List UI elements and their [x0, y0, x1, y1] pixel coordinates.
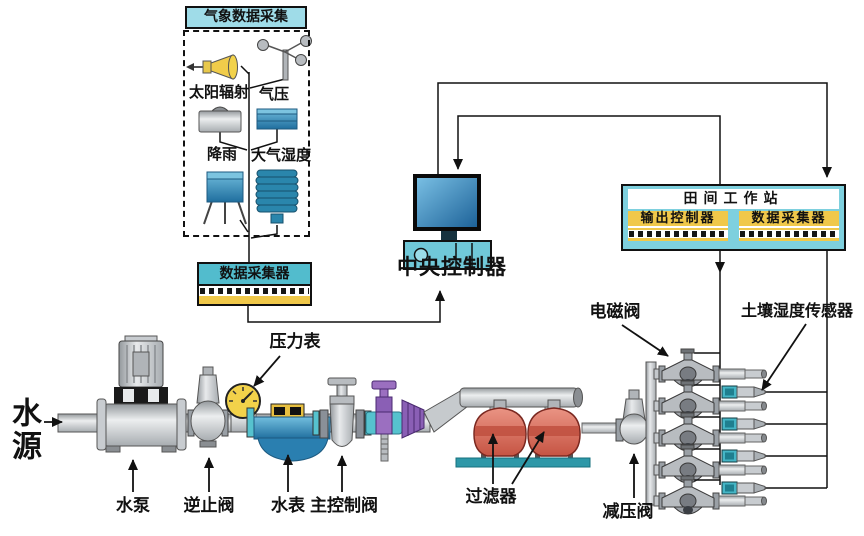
- data-logger-box: 数据采集器: [197, 262, 312, 306]
- water-pump-icon: [96, 335, 187, 453]
- label-main-control-valve: 主控制阀: [310, 496, 378, 516]
- label-soil-moisture-sensor: 土壤湿度传感器: [740, 301, 853, 320]
- data-collector-terminal-strip: [739, 230, 839, 238]
- output-controller-terminal-strip: [628, 230, 728, 238]
- data-collector-panel: 数据采集器: [739, 211, 839, 241]
- label-water-meter: 水表: [271, 496, 305, 516]
- label-humidity: 大气湿度: [250, 146, 311, 164]
- central-controller-icon: [403, 174, 492, 270]
- soil-moisture-sensor-icon: [721, 449, 828, 463]
- label-pump: 水泵: [116, 496, 150, 516]
- solenoid-valve-icon: [653, 348, 768, 388]
- main-control-valve-icon: [312, 377, 372, 447]
- data-logger-title: 数据采集器: [197, 262, 312, 286]
- pressure-reducing-valve-icon: [581, 389, 655, 445]
- label-pressure-reducing-valve: 减压阀: [602, 502, 654, 522]
- check-valve-icon: [187, 366, 229, 448]
- label-solenoid-valve: 电磁阀: [589, 302, 641, 322]
- field-workstation-title: 田间工作站: [628, 189, 839, 209]
- soil-moisture-sensor-icon: [721, 417, 828, 431]
- field-workstation-box: 田间工作站 输出控制器 数据采集器: [621, 184, 846, 251]
- pyranometer-icon: [198, 106, 242, 133]
- label-rain: 降雨: [206, 145, 237, 163]
- soil-moisture-sensor-icon: [721, 481, 828, 495]
- label-solar-radiation: 太阳辐射: [188, 83, 249, 101]
- air-pressure-sensor-icon: [256, 108, 298, 130]
- weather-station-boundary: [183, 30, 310, 237]
- label-air-pressure: 气压: [258, 85, 289, 103]
- output-controller-panel: 输出控制器: [628, 211, 728, 241]
- label-check-valve: 逆止阀: [183, 496, 235, 516]
- label-filter: 过滤器: [465, 487, 517, 507]
- rain-gauge-icon: [203, 171, 247, 225]
- data-logger-terminal-strip: [197, 286, 312, 296]
- soil-moisture-sensor-icon: [721, 385, 828, 399]
- label-central-controller: 中央控制器: [397, 255, 507, 279]
- label-water-source: 水源: [6, 397, 41, 463]
- solenoid-valve-icon: [653, 475, 768, 515]
- label-arrows: [44, 323, 807, 498]
- label-pressure-gauge: 压力表: [269, 332, 321, 352]
- injector-valve-icon: [365, 380, 403, 462]
- output-controller-title: 输出控制器: [628, 211, 728, 228]
- water-meter-icon: [246, 403, 331, 462]
- humidity-sensor-icon: [255, 169, 299, 224]
- weather-station-title: 气象数据采集: [185, 6, 307, 29]
- data-logger-base: [197, 296, 312, 306]
- data-collector-title: 数据采集器: [739, 211, 839, 228]
- solar-radiation-icon: [186, 54, 238, 80]
- filter-icon: [455, 399, 591, 468]
